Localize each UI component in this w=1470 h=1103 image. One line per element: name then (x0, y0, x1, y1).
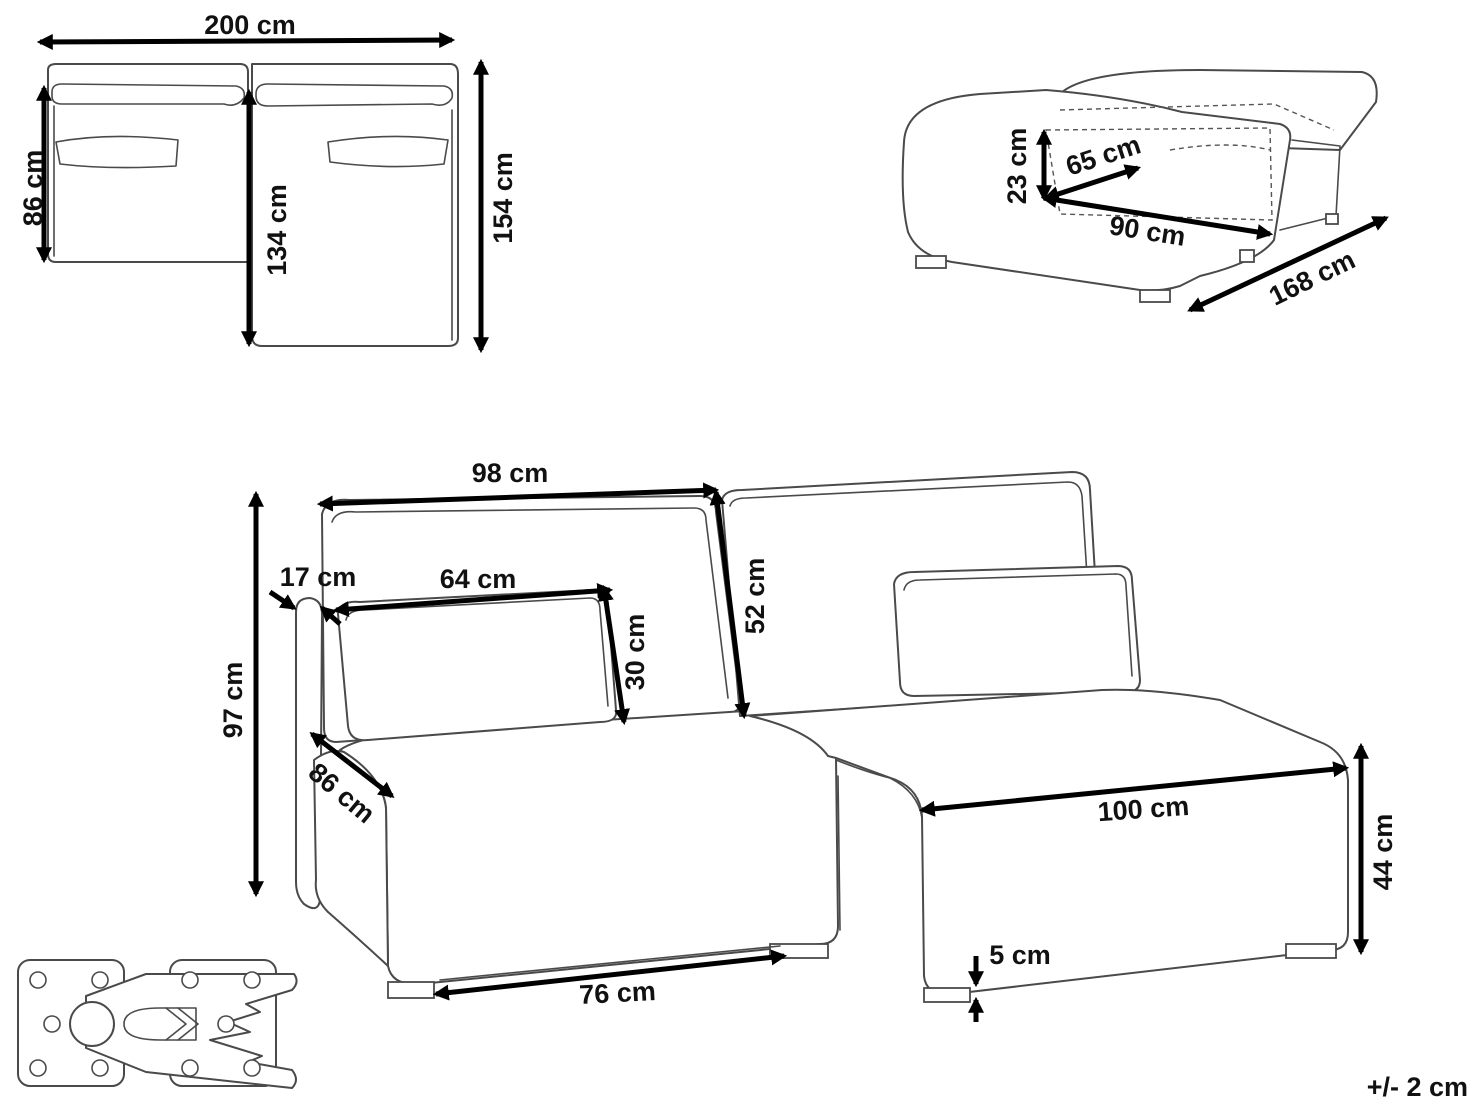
dim-pillow-width (332, 582, 614, 618)
label-base-width: 76 cm (579, 976, 657, 1010)
label-back-width: 98 cm (472, 458, 549, 488)
label-back-height: 52 cm (740, 558, 770, 635)
dim-seat-width (918, 761, 1350, 817)
label-top-total-depth: 154 cm (488, 152, 518, 244)
label-arm-width: 17 cm (280, 562, 357, 592)
label-top-width: 200 cm (204, 10, 296, 40)
front-view (295, 471, 1349, 1003)
dim-pillow-height (597, 584, 631, 726)
dim-base-width (432, 949, 788, 1001)
label-leg-height: 5 cm (989, 940, 1051, 970)
dim-back-height (709, 488, 751, 720)
label-pillow-height: 30 cm (620, 614, 650, 691)
top-view (47, 63, 459, 347)
dim-seat-depth (309, 732, 395, 798)
connector-clip-icon (17, 959, 298, 1089)
tolerance-note: +/- 2 cm (1367, 1072, 1468, 1102)
label-seat-height: 44 cm (1368, 814, 1398, 891)
label-top-chaise-depth: 134 cm (262, 184, 292, 276)
label-pillow-width: 64 cm (440, 564, 517, 594)
dim-arm-width-right (319, 605, 342, 626)
label-top-seat-depth: 86 cm (18, 150, 48, 227)
dim-arm-width (268, 589, 297, 611)
dim-top-width (36, 32, 456, 50)
dim-chaise-length (1187, 215, 1389, 313)
label-storage-height: 23 cm (1002, 128, 1032, 205)
label-total-height: 97 cm (218, 662, 248, 739)
label-seat-width: 100 cm (1097, 791, 1190, 827)
dim-back-width (316, 482, 720, 512)
